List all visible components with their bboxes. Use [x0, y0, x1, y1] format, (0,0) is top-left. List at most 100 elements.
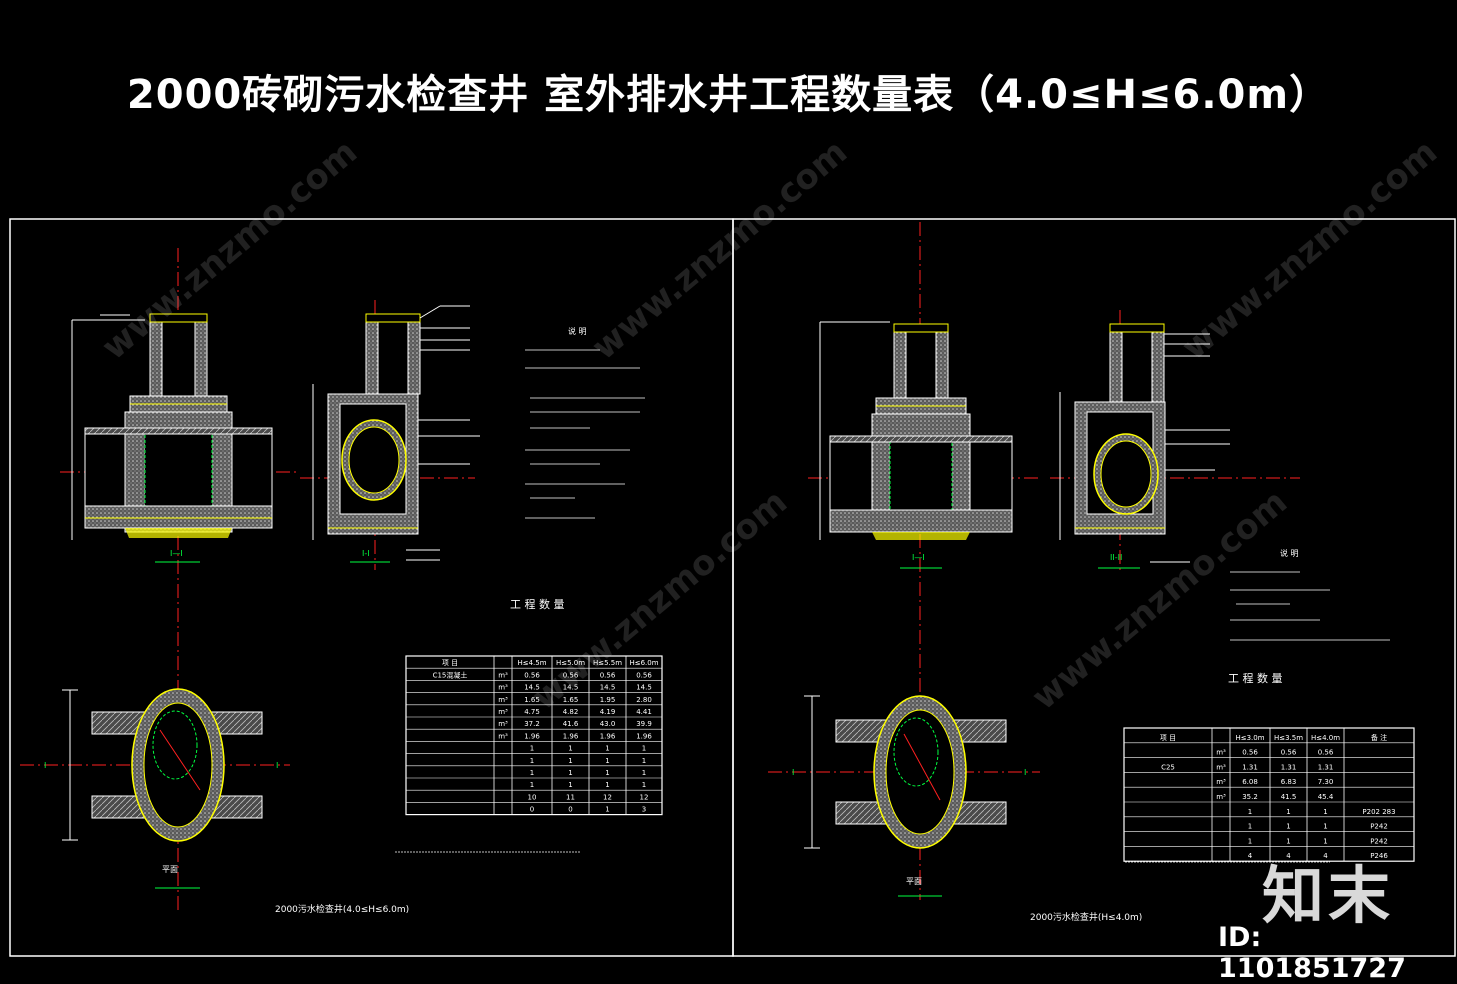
brand-logo: 知末 [1262, 859, 1395, 932]
table-border [405, 655, 663, 816]
table-cell: m³ [1216, 793, 1226, 801]
table-cell: 1 [530, 769, 534, 777]
svg-text:I: I [792, 768, 794, 777]
table-cell: 12 [640, 793, 649, 801]
table-cell: 43.0 [600, 720, 616, 728]
table-cell: m³ [498, 720, 508, 728]
table-cell: 1.96 [524, 732, 540, 740]
table-cell: 0 [568, 806, 572, 814]
table-cell: 1 [1286, 823, 1290, 831]
svg-text:I: I [1024, 768, 1026, 777]
table-cell: 0.56 [524, 671, 540, 679]
table-cell: P246 [1370, 852, 1388, 860]
table-header-cell: H≤4.0m [1311, 734, 1340, 742]
table-cell: 1.31 [1318, 763, 1334, 771]
table-cell: 35.2 [1242, 793, 1258, 801]
table-cell: 41.6 [563, 720, 579, 728]
table-cell: m³ [1216, 763, 1226, 771]
table-cell: C15混凝土 [433, 670, 468, 679]
right-side-section: II-II [1050, 310, 1300, 570]
table-cell: 45.4 [1318, 793, 1334, 801]
left-notes-heading: 说 明 [568, 326, 587, 336]
table-cell: 1 [1248, 837, 1252, 845]
table-cell: P242 [1370, 837, 1388, 845]
table-cell: 1 [1248, 823, 1252, 831]
table-cell: 1 [1248, 808, 1252, 816]
table-cell: 11 [566, 793, 575, 801]
table-cell: 1 [1286, 837, 1290, 845]
table-cell: 1 [568, 757, 572, 765]
table-cell: 1 [642, 769, 646, 777]
page-title: 2000砖砌污水检查井 室外排水井工程数量表（4.0≤H≤6.0m） [126, 72, 1331, 118]
table-cell: 0.56 [563, 671, 579, 679]
table-cell: 14.5 [563, 684, 579, 692]
table-header-cell: 项 目 [442, 659, 458, 667]
table-cell: 0.56 [600, 671, 616, 679]
table-cell: 10 [528, 793, 537, 801]
table-cell: 1 [568, 781, 572, 789]
table-cell: m³ [498, 732, 508, 740]
table-header-cell: H≤5.0m [556, 659, 585, 667]
table-cell: m³ [498, 684, 508, 692]
table-cell: m³ [1216, 778, 1226, 786]
table-cell: 4.41 [636, 708, 652, 716]
table-cell: 1 [605, 745, 609, 753]
right-notes: 说 明 [1230, 548, 1390, 641]
table-cell: m³ [1216, 749, 1226, 757]
table-cell: 4 [1323, 852, 1328, 860]
table-cell: 3 [642, 806, 646, 814]
table-cell: 1 [605, 806, 609, 814]
sheet-frame-right [732, 218, 1456, 957]
table-header-cell: 备 注 [1371, 733, 1387, 742]
left-section-label: I—I [170, 549, 183, 558]
table-cell: m³ [498, 671, 508, 679]
image-id: ID: 1101851727 [1218, 922, 1406, 984]
table-cell: m³ [498, 708, 508, 716]
table-cell: 4 [1248, 852, 1253, 860]
table-cell: 1 [568, 745, 572, 753]
table-cell: 1.95 [600, 696, 616, 704]
svg-text:I: I [276, 761, 278, 770]
svg-text:I: I [44, 761, 46, 770]
table-cell: 1.31 [1281, 763, 1297, 771]
table-cell: 4 [1286, 852, 1291, 860]
table-cell: 1 [530, 757, 534, 765]
table-cell: 4.19 [600, 708, 616, 716]
table-cell: P202 283 [1362, 808, 1395, 816]
table-cell: 1.31 [1242, 763, 1258, 771]
table-cell: 14.5 [524, 684, 540, 692]
table-cell: 37.2 [524, 720, 540, 728]
right-notes-heading: 说 明 [1280, 548, 1299, 558]
table-cell: 14.5 [636, 684, 652, 692]
table-cell: 2.80 [636, 696, 652, 704]
table-header-cell: 项 目 [1160, 734, 1176, 742]
table-cell: 1 [605, 781, 609, 789]
table-cell: P242 [1370, 823, 1388, 831]
table-header-cell: H≤6.0m [629, 659, 658, 667]
left-elevation-section: I—I [60, 248, 300, 910]
table-header-cell: H≤4.5m [517, 659, 546, 667]
table-cell: 12 [603, 793, 612, 801]
table-cell: 1.96 [600, 732, 616, 740]
table-cell: 1 [1323, 808, 1327, 816]
table-cell: 6.08 [1242, 778, 1258, 786]
right-side-section-label: II-II [1110, 553, 1122, 562]
table-cell: 0.56 [1281, 749, 1297, 757]
right-sheet-caption: 2000污水检查井(H≤4.0m) [1030, 911, 1142, 923]
table-cell: 1 [530, 781, 534, 789]
table-cell: 1 [1286, 808, 1290, 816]
table-cell: 1 [642, 757, 646, 765]
table-header-cell: H≤3.5m [1274, 734, 1303, 742]
left-notes: 说 明 [525, 326, 645, 519]
left-plan-label: 平面 [162, 865, 178, 874]
table-header-cell: H≤3.0m [1235, 734, 1264, 742]
table-cell: 1 [642, 781, 646, 789]
table-cell: 1 [605, 757, 609, 765]
table-cell: C25 [1161, 763, 1175, 771]
left-sheet-caption: 2000污水检查井(4.0≤H≤6.0m) [275, 903, 409, 915]
table-cell: 4.82 [563, 708, 579, 716]
table-cell: 6.83 [1281, 778, 1297, 786]
table-cell: 1 [642, 745, 646, 753]
table-header-cell: H≤5.5m [593, 659, 622, 667]
table-border [1123, 727, 1415, 862]
